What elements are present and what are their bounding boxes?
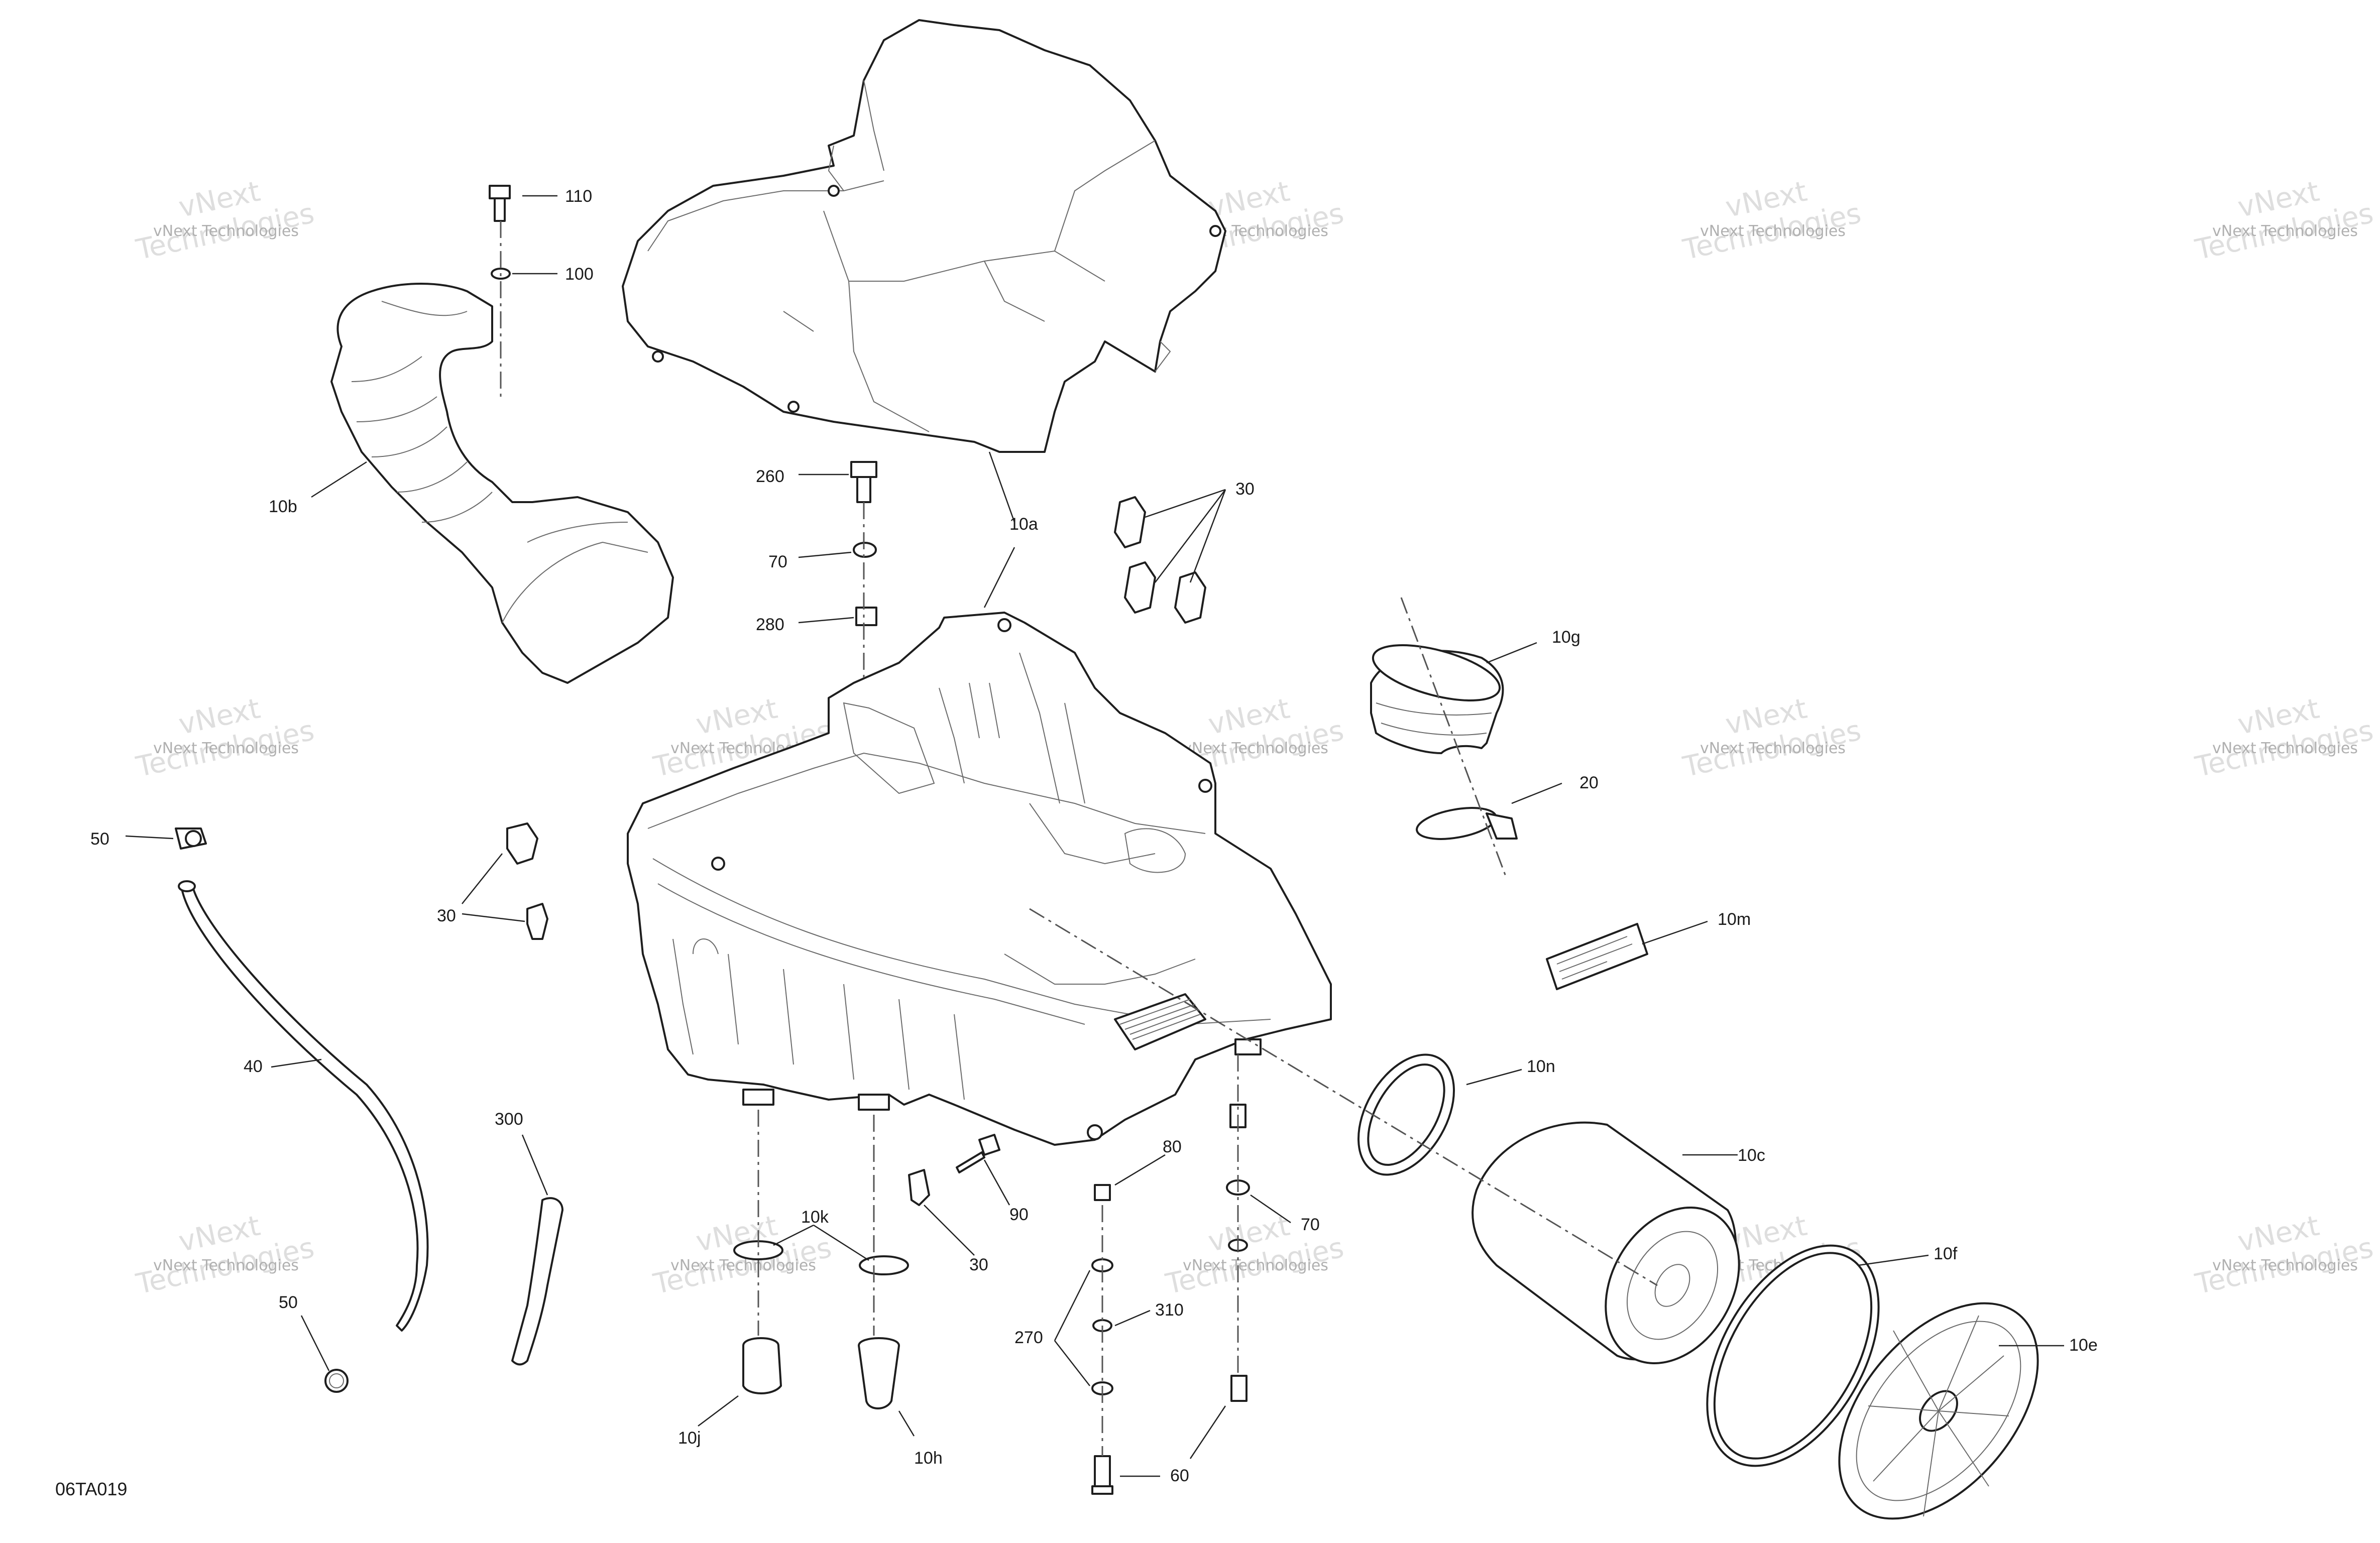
label-310: 310 xyxy=(1155,1300,1184,1320)
label-20: 20 xyxy=(1579,773,1599,792)
label-80: 80 xyxy=(1163,1137,1182,1156)
part-labels: 110 100 10b 260 70 280 10a 30 10g 20 10m… xyxy=(90,187,2098,1485)
hose-40 xyxy=(178,880,429,1332)
grommet-280 xyxy=(855,607,877,626)
label-10m: 10m xyxy=(1718,910,1751,929)
watermark-small: vNext Technologies xyxy=(153,740,299,757)
label-30-left: 30 xyxy=(437,906,456,925)
grommet-10j xyxy=(742,1337,782,1394)
clips-30-upper xyxy=(1114,496,1206,624)
watermark-small: vNext Technologies xyxy=(2212,1257,2358,1274)
air-filter-10c xyxy=(1471,1121,1740,1364)
watermark-small: vNext Technologies xyxy=(2212,222,2358,240)
label-30-upper: 30 xyxy=(1235,480,1255,499)
label-10j: 10j xyxy=(678,1429,701,1448)
label-70-upper: 70 xyxy=(768,552,787,571)
label-30-lower: 30 xyxy=(969,1255,988,1274)
washer-70-upper xyxy=(853,542,877,558)
boot-10g xyxy=(1370,644,1504,754)
label-10h: 10h xyxy=(914,1449,943,1468)
label-10m xyxy=(1546,923,1648,990)
label-60: 60 xyxy=(1170,1466,1189,1485)
label-10a: 10a xyxy=(1009,515,1038,534)
intake-duct xyxy=(330,283,674,684)
watermark-small: vNext Technologies xyxy=(670,1257,816,1274)
label-10f: 10f xyxy=(1934,1244,1958,1263)
watermark-small: vNext Technologies xyxy=(153,222,299,240)
clamp-50-upper xyxy=(175,827,207,850)
label-300: 300 xyxy=(495,1110,523,1129)
screw-90 xyxy=(956,1134,1000,1173)
label-70-right: 70 xyxy=(1301,1215,1320,1234)
watermark-small: vNext Technologies xyxy=(1183,740,1328,757)
label-10k: 10k xyxy=(801,1208,829,1227)
watermark-small: vNext Technologies xyxy=(2212,740,2358,757)
drawing-code: 06TA019 xyxy=(55,1479,127,1499)
label-10c: 10c xyxy=(1738,1146,1765,1165)
screw-110 xyxy=(489,185,511,222)
label-10b: 10b xyxy=(269,497,297,516)
leader-lines xyxy=(125,195,2064,1477)
clips-30-left xyxy=(506,822,548,940)
watermark-small: vNext Technologies xyxy=(1183,1257,1328,1274)
end-cover-10e xyxy=(1838,1302,2039,1520)
grommet-10h xyxy=(858,1337,900,1409)
label-270: 270 xyxy=(1014,1328,1043,1347)
label-10g: 10g xyxy=(1552,628,1580,647)
label-280: 280 xyxy=(756,615,784,634)
label-100: 100 xyxy=(565,265,594,284)
grommet-80 xyxy=(1094,1184,1111,1201)
hose-300 xyxy=(511,1197,563,1366)
seal-ring-10n xyxy=(1357,1053,1455,1176)
airbox-base xyxy=(627,612,1332,1146)
watermark-small: vNext Technologies xyxy=(1700,740,1846,757)
label-10n: 10n xyxy=(1527,1057,1555,1076)
label-50-lower: 50 xyxy=(279,1293,298,1312)
clip-30-lower xyxy=(908,1169,930,1206)
label-40: 40 xyxy=(244,1057,263,1076)
watermark-small: vNext Technologies xyxy=(1700,222,1846,240)
clamp-20 xyxy=(1416,807,1518,840)
label-110: 110 xyxy=(565,187,592,206)
screw-60 xyxy=(1091,1375,1248,1495)
clip-10k xyxy=(733,1240,909,1275)
screw-260 xyxy=(850,461,877,503)
watermark-small: vNext Technologies xyxy=(153,1257,299,1274)
assembly-centerlines xyxy=(500,221,1658,1456)
seal-ring-10f xyxy=(1706,1244,1880,1467)
airbox-cover xyxy=(622,19,1226,453)
label-90: 90 xyxy=(1009,1205,1029,1224)
label-10e: 10e xyxy=(2069,1336,2098,1355)
label-50-upper: 50 xyxy=(90,829,109,849)
label-260: 260 xyxy=(756,467,784,486)
clamp-50-lower xyxy=(324,1369,349,1393)
